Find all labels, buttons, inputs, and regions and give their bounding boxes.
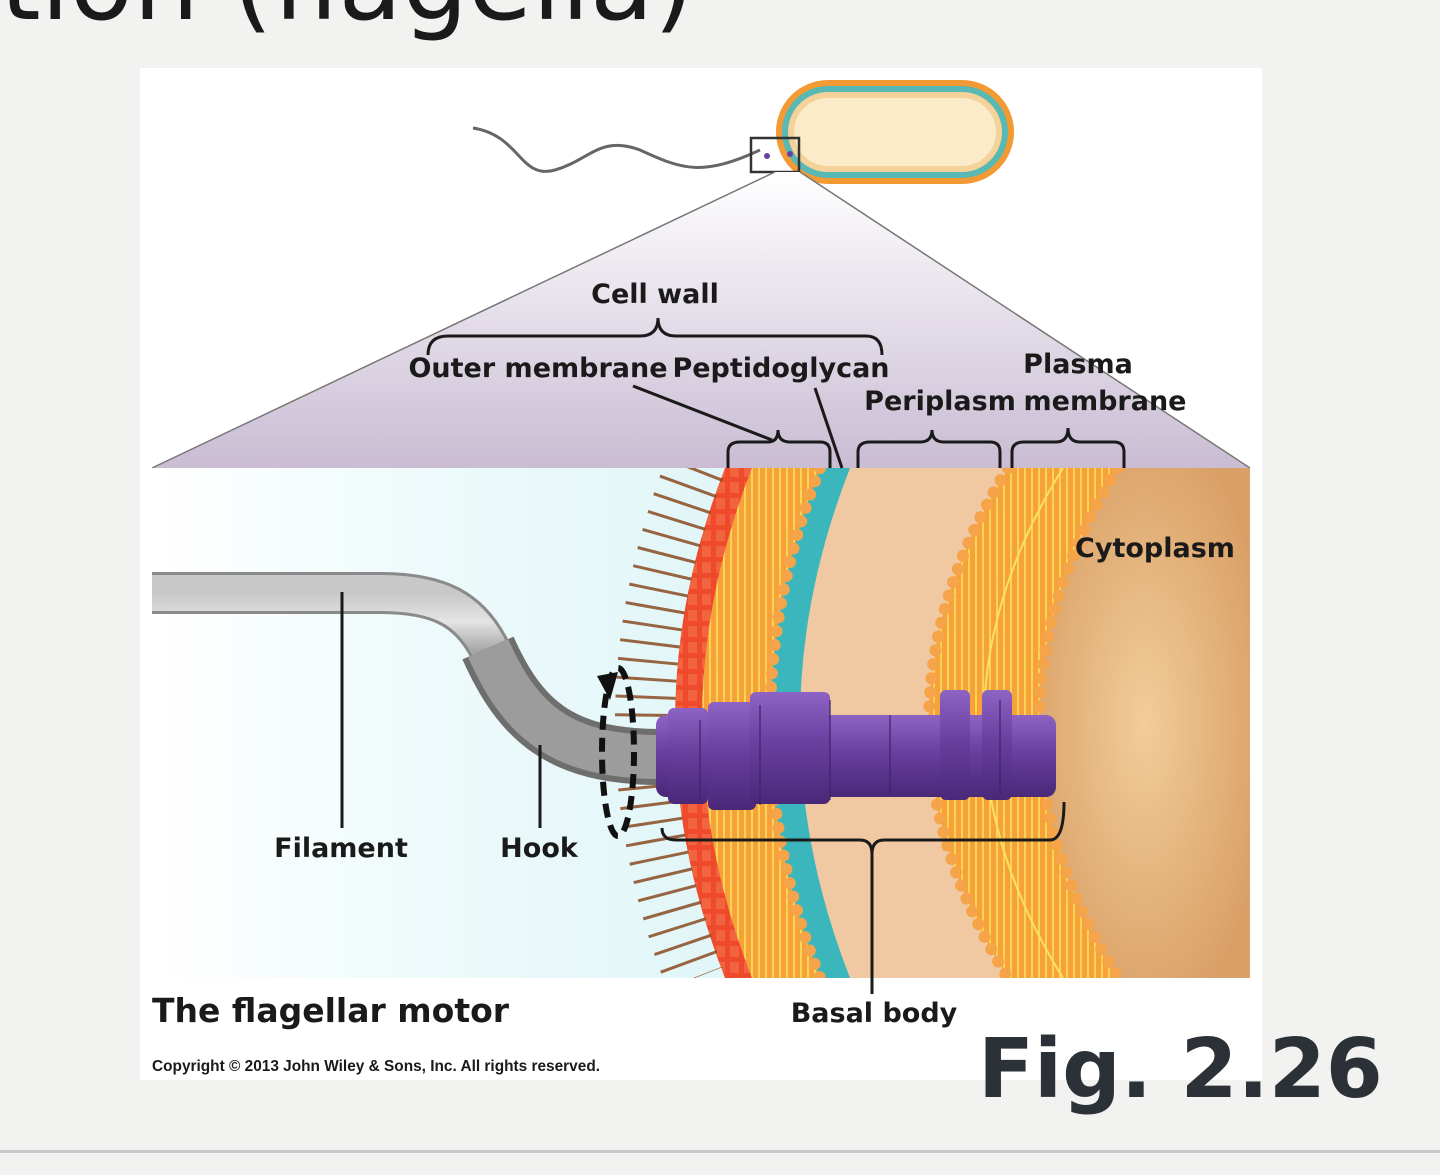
flagellar-motor-diagram: Cell wall Outer membrane Peptidoglycan P… [151,80,1251,1075]
membrane-label: membrane [1024,386,1187,417]
bacterium-overview [472,80,1014,184]
outer-membrane-label: Outer membrane [408,353,667,384]
zoom-trapezoid [152,172,1250,468]
cytoplasm-label: Cytoplasm [1075,533,1235,564]
basal-body-motor [656,690,1056,810]
filament-label: Filament [274,833,408,864]
filament [152,572,509,660]
rotation-arrow-icon [597,665,637,839]
figure-caption: The flagellar motor [152,991,510,1030]
cell-wall-label: Cell wall [591,279,719,310]
hook-label: Hook [500,833,579,864]
figure-panel: Cell wall Outer membrane Peptidoglycan P… [140,68,1262,1080]
annotation-lines [340,317,1126,994]
footer-rule [0,1150,1440,1153]
peptidoglycan-label: Peptidoglycan [672,353,889,384]
figure-number: Fig. 2.26 [978,1022,1383,1117]
hook [462,636,661,785]
slide-title: tion (flagella) [0,0,694,44]
basal-body-label: Basal body [791,998,958,1029]
copyright-notice: Copyright © 2013 John Wiley & Sons, Inc.… [152,1058,600,1075]
plasma-label: Plasma [1023,349,1133,380]
periplasm-label: Periplasm [864,386,1016,417]
